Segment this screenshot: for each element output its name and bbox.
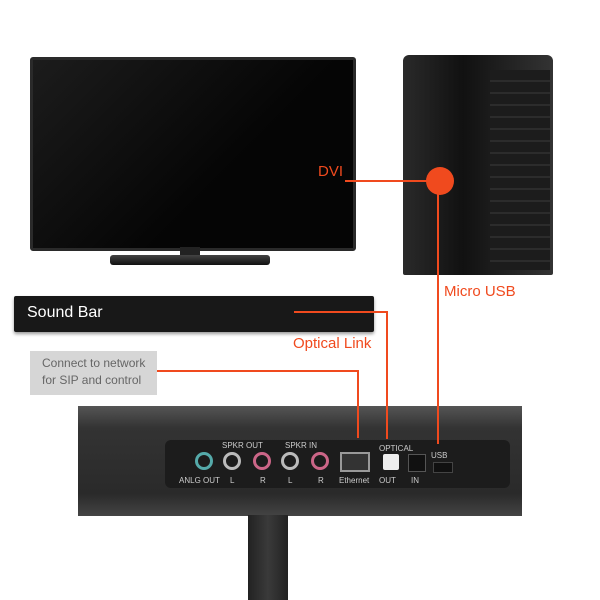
anlg-out-label: ANLG OUT: [179, 476, 220, 485]
anlg-out-jack: [195, 452, 213, 470]
optical-in-port: [408, 454, 426, 472]
tv-neck: [180, 247, 200, 257]
usb-line: [437, 181, 439, 444]
ethernet-port: [340, 452, 370, 472]
spkr-in-l-jack: [281, 452, 299, 470]
spkr-in-r-label: R: [318, 476, 324, 485]
sound-bar: [14, 296, 374, 332]
optical-link-label: Optical Link: [293, 335, 372, 352]
spkr-out-l-jack: [223, 452, 241, 470]
spkr-out-r-jack: [253, 452, 271, 470]
ethernet-label: Ethernet: [339, 476, 370, 485]
network-note: Connect to network for SIP and control: [30, 351, 157, 395]
dvi-label: DVI: [318, 163, 344, 180]
network-note-line1: Connect to network: [42, 356, 146, 370]
micro-usb-label: Micro USB: [444, 283, 516, 300]
optical-out-label: OUT: [379, 476, 396, 485]
pc-front-panel: [490, 70, 550, 270]
optical-in-label: IN: [411, 476, 419, 485]
network-note-line2: for SIP and control: [42, 373, 142, 387]
usb-label: USB: [431, 451, 448, 460]
optical-out-port: [383, 454, 399, 470]
dvi-line: [345, 180, 440, 182]
optical-label: OPTICAL: [379, 444, 414, 453]
usb-port: [433, 462, 453, 473]
dvi-port-marker: [426, 167, 454, 195]
sound-bar-label: Sound Bar: [27, 304, 103, 321]
spkr-in-label: SPKR IN: [285, 441, 318, 450]
spkr-out-r-label: R: [260, 476, 266, 485]
spkr-in-l-label: L: [288, 476, 293, 485]
tv-stand: [110, 255, 270, 265]
network-line-v: [357, 370, 359, 438]
network-line-h: [157, 370, 359, 372]
optical-line-h: [294, 311, 388, 313]
optical-line-v: [386, 311, 388, 439]
spkr-in-r-jack: [311, 452, 329, 470]
device-stand: [248, 515, 288, 600]
connector-panel: SPKR OUT SPKR IN OPTICAL USB ANLG OUT L …: [165, 440, 510, 488]
spkr-out-l-label: L: [230, 476, 235, 485]
tv-screen: [30, 57, 356, 251]
spkr-out-label: SPKR OUT: [222, 441, 263, 450]
